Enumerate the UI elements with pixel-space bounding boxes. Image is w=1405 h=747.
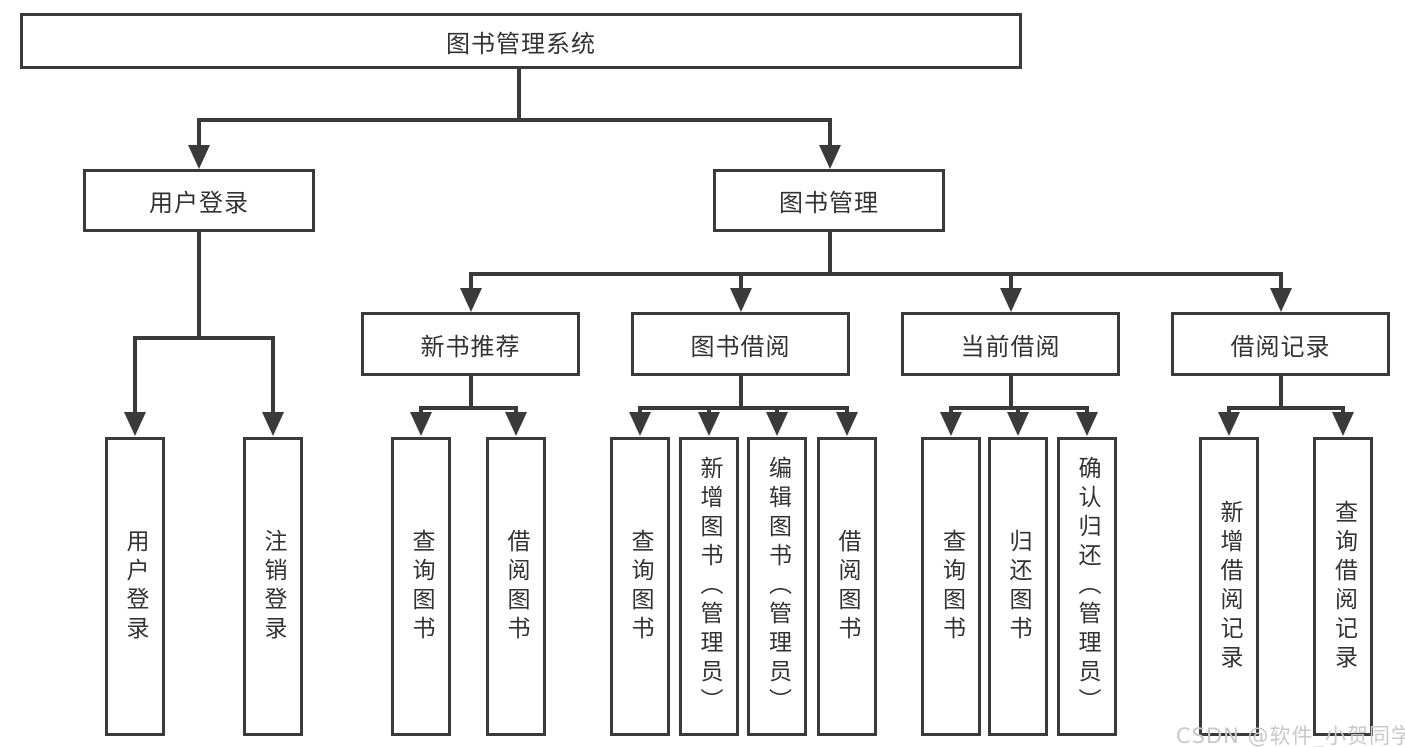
arrowhead-icon <box>409 412 432 436</box>
arrowhead-icon <box>628 412 651 436</box>
leaf-add-book-admin: 新增图书（管理员） <box>678 437 739 736</box>
arrowhead-icon <box>999 288 1022 312</box>
arrowhead-icon <box>766 412 788 436</box>
csdn-watermark: CSDN @软件_小贺同学 <box>1176 724 1405 747</box>
edge-bar <box>1226 406 1345 410</box>
edge-stem <box>827 232 832 276</box>
arrowhead-icon <box>123 412 146 436</box>
arrowhead-icon <box>1217 412 1240 436</box>
edge-stem <box>468 376 473 410</box>
leaf-query-books-borrow: 查询图书 <box>609 437 670 736</box>
arrowhead-icon <box>697 412 720 436</box>
edge-bar <box>468 272 1283 276</box>
arrowhead-icon <box>729 288 752 312</box>
leaf-query-books-recommend: 查询图书 <box>390 437 451 736</box>
arrowhead-icon <box>818 145 841 169</box>
arrowhead-icon <box>459 288 482 312</box>
leaf-edit-book-admin: 编辑图书（管理员） <box>747 437 807 736</box>
node-borrow-records: 借阅记录 <box>1171 312 1390 376</box>
node-book-borrow: 图书借阅 <box>631 312 850 376</box>
leaf-return-book: 归还图书 <box>987 437 1048 736</box>
leaf-add-borrow-record: 新增借阅记录 <box>1198 437 1259 736</box>
edge-child-stem <box>132 336 137 420</box>
arrowhead-icon <box>1075 412 1098 436</box>
node-library-management-system: 图书管理系统 <box>20 13 1022 69</box>
node-user-login: 用户登录 <box>83 169 315 232</box>
edge-child-stem <box>738 272 743 296</box>
edge-child-stem <box>1008 272 1013 296</box>
edge-bar <box>197 118 832 122</box>
leaf-borrow-books: 借阅图书 <box>816 437 877 736</box>
arrowhead-icon <box>940 412 962 436</box>
edge-bar <box>132 336 275 340</box>
edge-child-stem <box>270 336 275 420</box>
arrowhead-icon <box>188 145 210 169</box>
edge-child-stem <box>468 272 473 296</box>
edge-child-stem <box>1278 272 1283 296</box>
leaf-query-books-current: 查询图书 <box>921 437 981 736</box>
node-current-borrow: 当前借阅 <box>901 312 1120 376</box>
arrowhead-icon <box>835 412 858 436</box>
edge-child-stem <box>197 118 201 153</box>
leaf-confirm-return-admin: 确认归还（管理员） <box>1056 437 1117 736</box>
edge-stem <box>738 376 743 410</box>
leaf-borrow-books-recommend: 借阅图书 <box>485 437 546 736</box>
arrowhead-icon <box>504 412 527 436</box>
edge-bar <box>637 406 849 410</box>
edge-stem <box>197 232 201 340</box>
arrowhead-icon <box>1269 288 1292 312</box>
edge-bar <box>418 406 518 410</box>
arrowhead-icon <box>261 412 284 436</box>
arrowhead-icon <box>1006 412 1029 436</box>
edge-stem <box>1278 376 1283 410</box>
edge-child-stem <box>827 118 832 153</box>
node-new-book-recommend: 新书推荐 <box>361 312 580 376</box>
leaf-query-borrow-record: 查询借阅记录 <box>1313 437 1373 736</box>
leaf-logout: 注销登录 <box>242 437 303 736</box>
node-book-management: 图书管理 <box>713 169 945 232</box>
arrowhead-icon <box>1332 412 1354 436</box>
edge-stem <box>1008 376 1013 410</box>
edge-stem <box>517 69 521 122</box>
leaf-user-login: 用户登录 <box>104 437 165 736</box>
